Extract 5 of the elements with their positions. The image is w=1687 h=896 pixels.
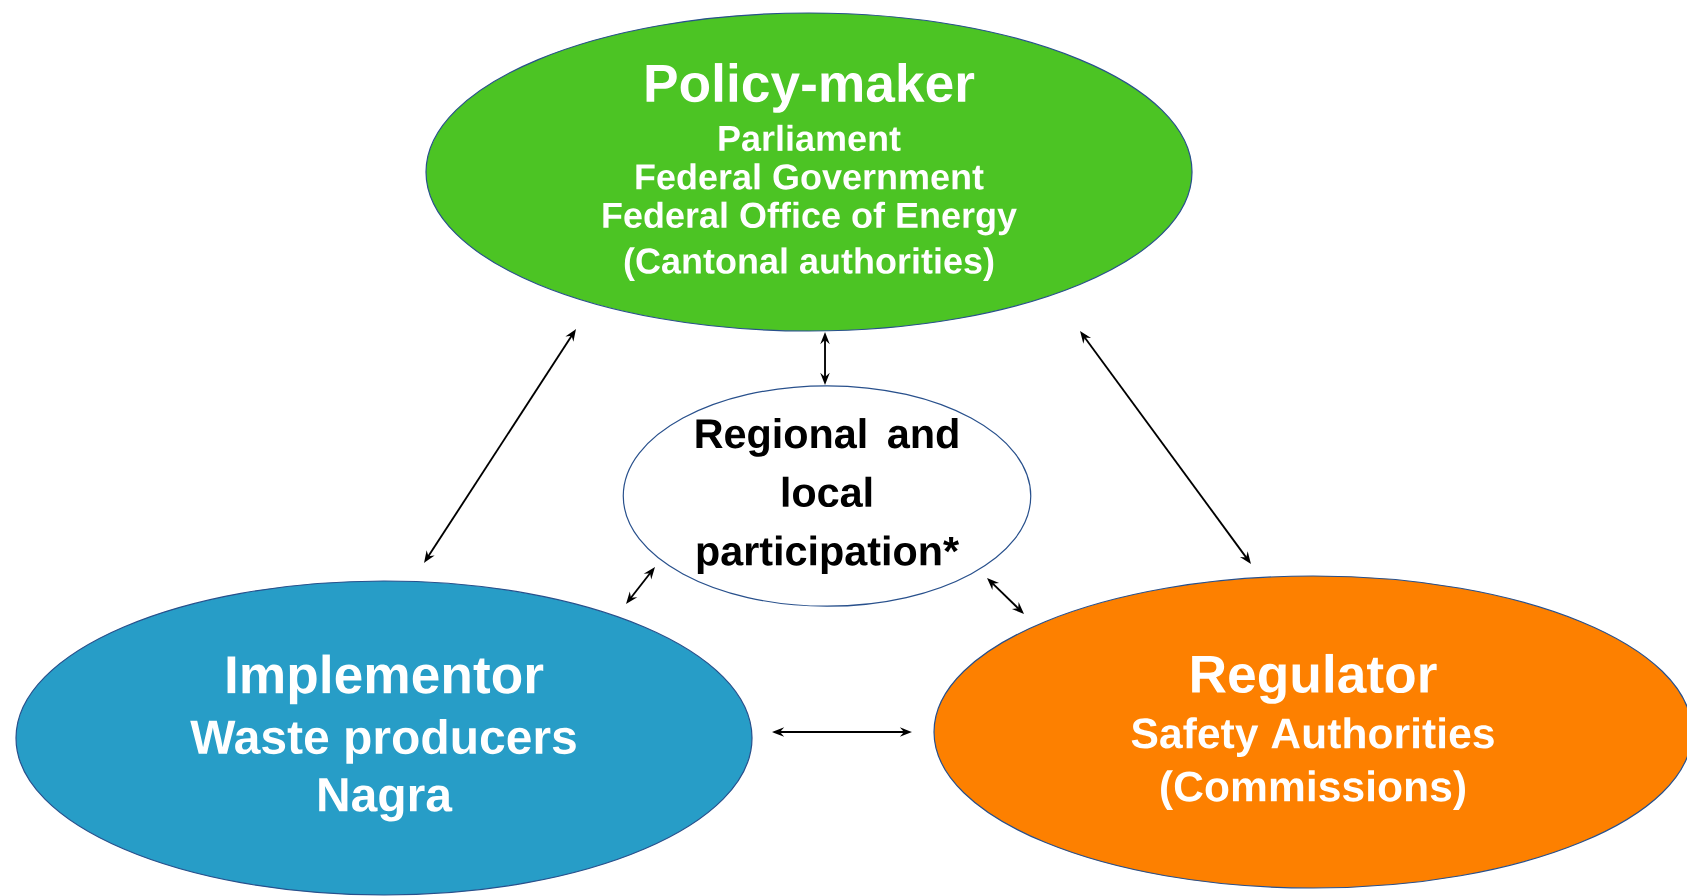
ellipse-node: Regional and local participation*: [622, 385, 1032, 607]
arrow: [987, 578, 1024, 614]
ellipse-node: Implementor Waste producers Nagra: [15, 580, 753, 896]
ellipse-node: Policy-maker Parliament Federal Government Federal Office of Energy (Cantonal authorities): [425, 12, 1193, 332]
ellipse-node: Regulator Safety Authorities (Commissions): [933, 575, 1687, 889]
